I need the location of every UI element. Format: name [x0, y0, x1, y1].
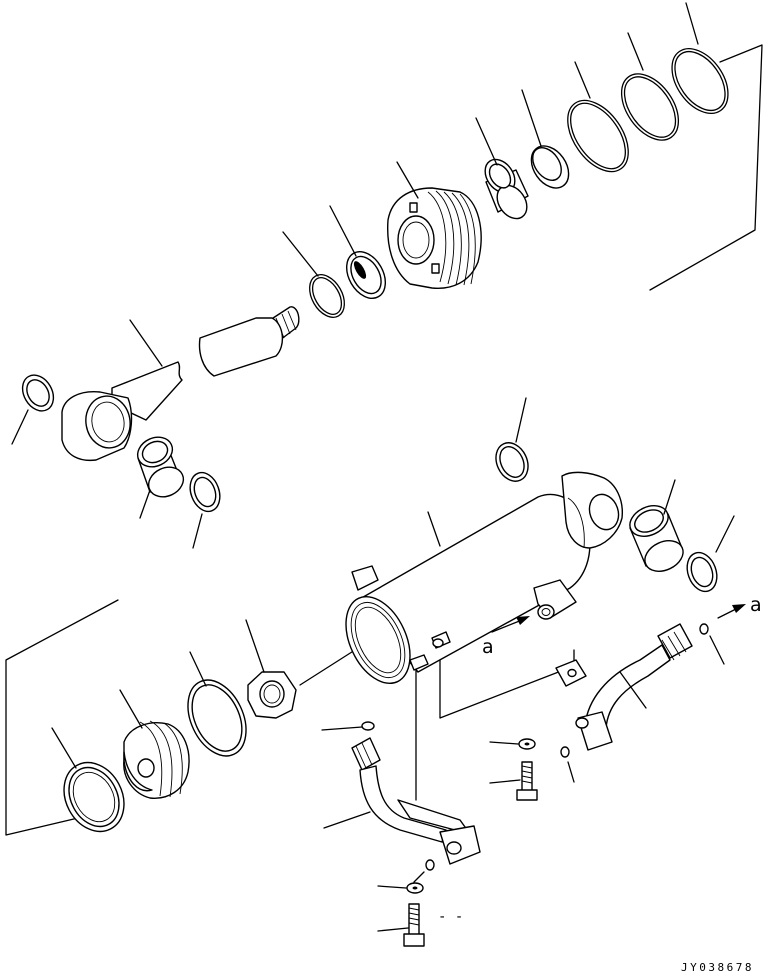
tube-dust-seal — [682, 516, 734, 596]
view-arrow-center: a — [482, 616, 530, 658]
oring-far-right — [661, 3, 740, 124]
hose-right — [556, 624, 692, 750]
backup-ring — [522, 90, 576, 195]
piston-seal — [52, 728, 136, 842]
piston-nut — [246, 620, 296, 718]
wear-ring — [177, 652, 258, 765]
bolt-right — [490, 762, 537, 800]
cylinder-tube — [333, 472, 623, 693]
upper-group-bracket — [650, 45, 762, 290]
port-leader-lines — [416, 650, 574, 800]
rod-dust-seal — [185, 468, 225, 548]
packing-ring — [330, 206, 393, 305]
arrow-label-center: a — [482, 636, 494, 658]
piston-rod — [62, 307, 299, 461]
snap-ring — [283, 232, 351, 323]
oring-right-3 — [555, 62, 640, 183]
view-arrow-right: a — [718, 594, 762, 618]
oring-small — [322, 624, 724, 882]
bushing-upper — [476, 118, 533, 224]
oring-right-2 — [610, 33, 690, 151]
hose-left — [324, 738, 480, 864]
bolt-bottom — [378, 904, 424, 946]
drawing-code: JY038678 — [681, 961, 754, 974]
piston — [120, 690, 189, 798]
rod-bushing-left — [133, 432, 188, 518]
lower-group-bracket — [6, 600, 355, 835]
dash-note: - - — [438, 909, 463, 925]
rod-seal-left — [12, 370, 60, 444]
cylinder-seal — [490, 398, 534, 486]
tube-bushing — [625, 480, 688, 577]
washer-right — [490, 739, 535, 749]
cylinder-head — [388, 162, 481, 288]
arrow-label-right: a — [750, 594, 762, 616]
washer-bottom — [378, 883, 423, 893]
